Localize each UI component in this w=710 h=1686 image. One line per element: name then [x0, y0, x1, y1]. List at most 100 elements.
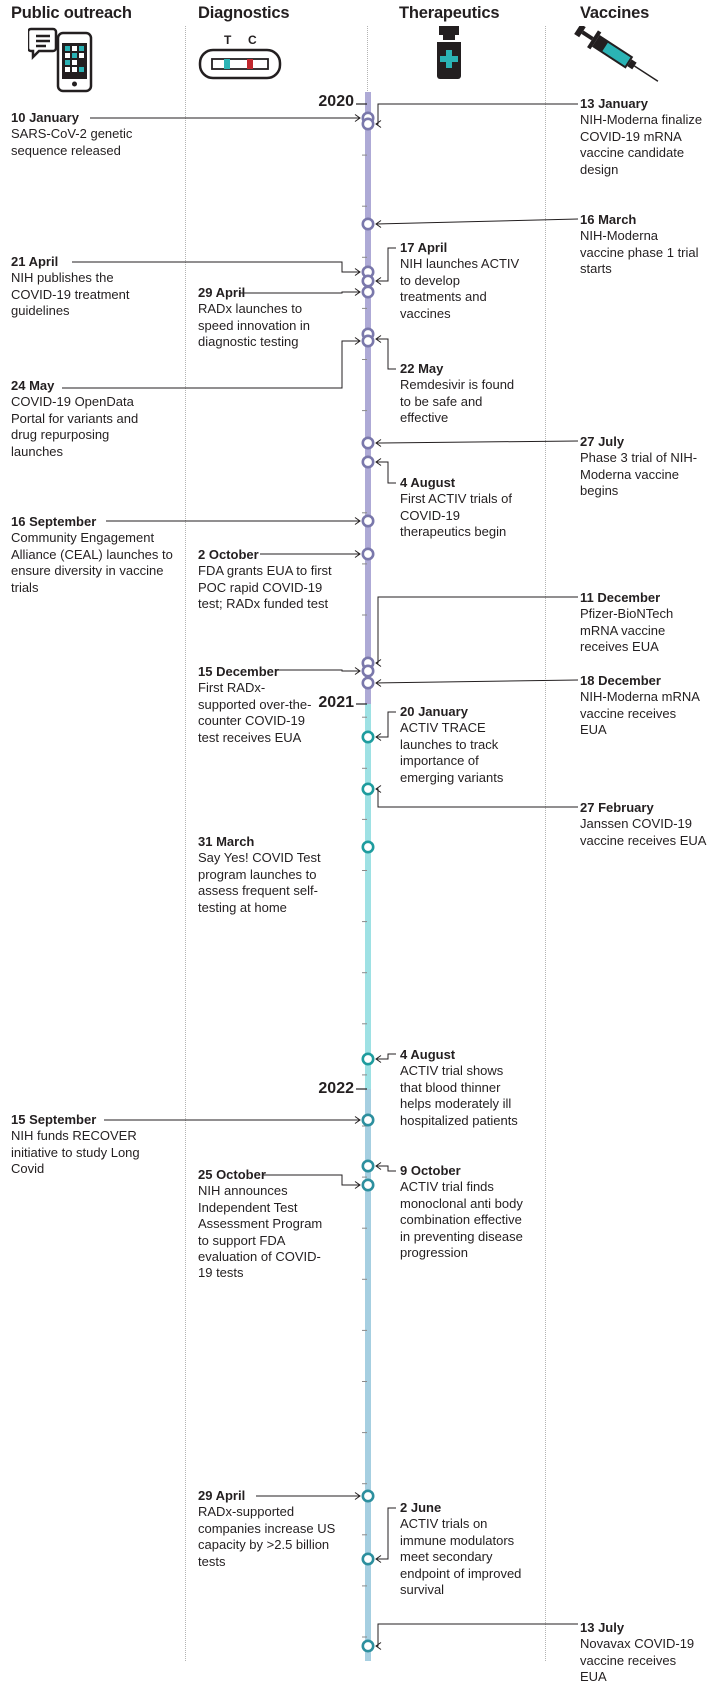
arrowhead — [375, 659, 382, 667]
smartphone-icon — [28, 27, 93, 93]
event-marker — [361, 1489, 375, 1503]
arrowhead — [375, 733, 382, 741]
connector-line — [276, 669, 360, 672]
arrowhead — [375, 1642, 382, 1650]
connector-line — [240, 291, 360, 294]
arrowhead — [375, 785, 382, 793]
event-marker — [361, 274, 375, 288]
connector-line — [72, 261, 360, 273]
arrowhead — [354, 114, 361, 122]
event-marker — [361, 217, 375, 231]
arrowhead — [375, 439, 382, 447]
test-line-label-t: T — [224, 33, 232, 47]
timeline-2020-segment — [365, 92, 371, 704]
year-label-2021: 2021 — [318, 694, 354, 711]
connector-line — [376, 1165, 396, 1172]
arrowhead — [375, 458, 382, 466]
event-marker — [361, 436, 375, 450]
arrowhead — [354, 1116, 361, 1124]
event-marker — [361, 117, 375, 131]
event-marker — [361, 455, 375, 469]
connector-line — [376, 461, 396, 484]
arrowhead — [354, 517, 361, 525]
event-marker — [361, 1052, 375, 1066]
arrowhead — [375, 120, 382, 128]
connector-line — [375, 679, 579, 684]
timeline-2022-segment — [365, 1089, 371, 1661]
event-marker — [361, 1159, 375, 1173]
arrowhead — [375, 1162, 382, 1170]
event-marker — [361, 334, 375, 348]
arrowhead — [375, 277, 382, 285]
event-marker — [361, 782, 375, 796]
event-marker — [361, 664, 375, 678]
header-public-outreach: Public outreach — [11, 4, 132, 22]
arrowhead — [375, 1055, 382, 1063]
arrowhead — [354, 1492, 361, 1500]
connector-line — [62, 340, 360, 389]
arrowhead — [375, 220, 382, 228]
arrowhead — [354, 550, 361, 558]
event-marker — [361, 676, 375, 690]
arrowhead — [375, 1555, 382, 1563]
event-marker — [361, 285, 375, 299]
event-marker — [361, 514, 375, 528]
arrowhead — [354, 337, 361, 345]
syringe-icon — [574, 26, 659, 82]
header-diagnostics: Diagnostics — [198, 4, 290, 22]
arrowhead — [354, 1181, 361, 1189]
event-marker — [361, 1552, 375, 1566]
connector-line — [376, 338, 396, 370]
event-marker — [361, 1178, 375, 1192]
arrowhead — [375, 679, 382, 687]
event-marker — [361, 730, 375, 744]
connector-line — [376, 247, 396, 282]
arrowhead — [375, 335, 382, 343]
connector-line — [376, 596, 578, 664]
connector-line — [375, 440, 579, 444]
medicine-vial-icon — [437, 26, 461, 79]
connector-line — [376, 103, 578, 125]
connector-line — [376, 711, 396, 738]
timeline-2021-segment — [365, 704, 371, 1089]
connector-line — [376, 1053, 396, 1060]
arrowhead — [354, 667, 361, 675]
year-label-2022: 2022 — [318, 1080, 354, 1097]
event-marker — [361, 840, 375, 854]
connector-line — [375, 218, 579, 225]
rapid-test-cassette-icon: T C — [198, 33, 282, 80]
year-label-2020: 2020 — [318, 93, 354, 110]
event-marker — [361, 1639, 375, 1653]
column-divider — [185, 26, 186, 1661]
column-divider — [545, 26, 546, 1661]
arrowhead — [354, 268, 361, 276]
header-therapeutics: Therapeutics — [399, 4, 500, 22]
event-marker — [361, 1113, 375, 1127]
header-vaccines: Vaccines — [580, 4, 650, 22]
test-line-label-c: C — [248, 33, 257, 47]
connector-line — [376, 1507, 396, 1560]
